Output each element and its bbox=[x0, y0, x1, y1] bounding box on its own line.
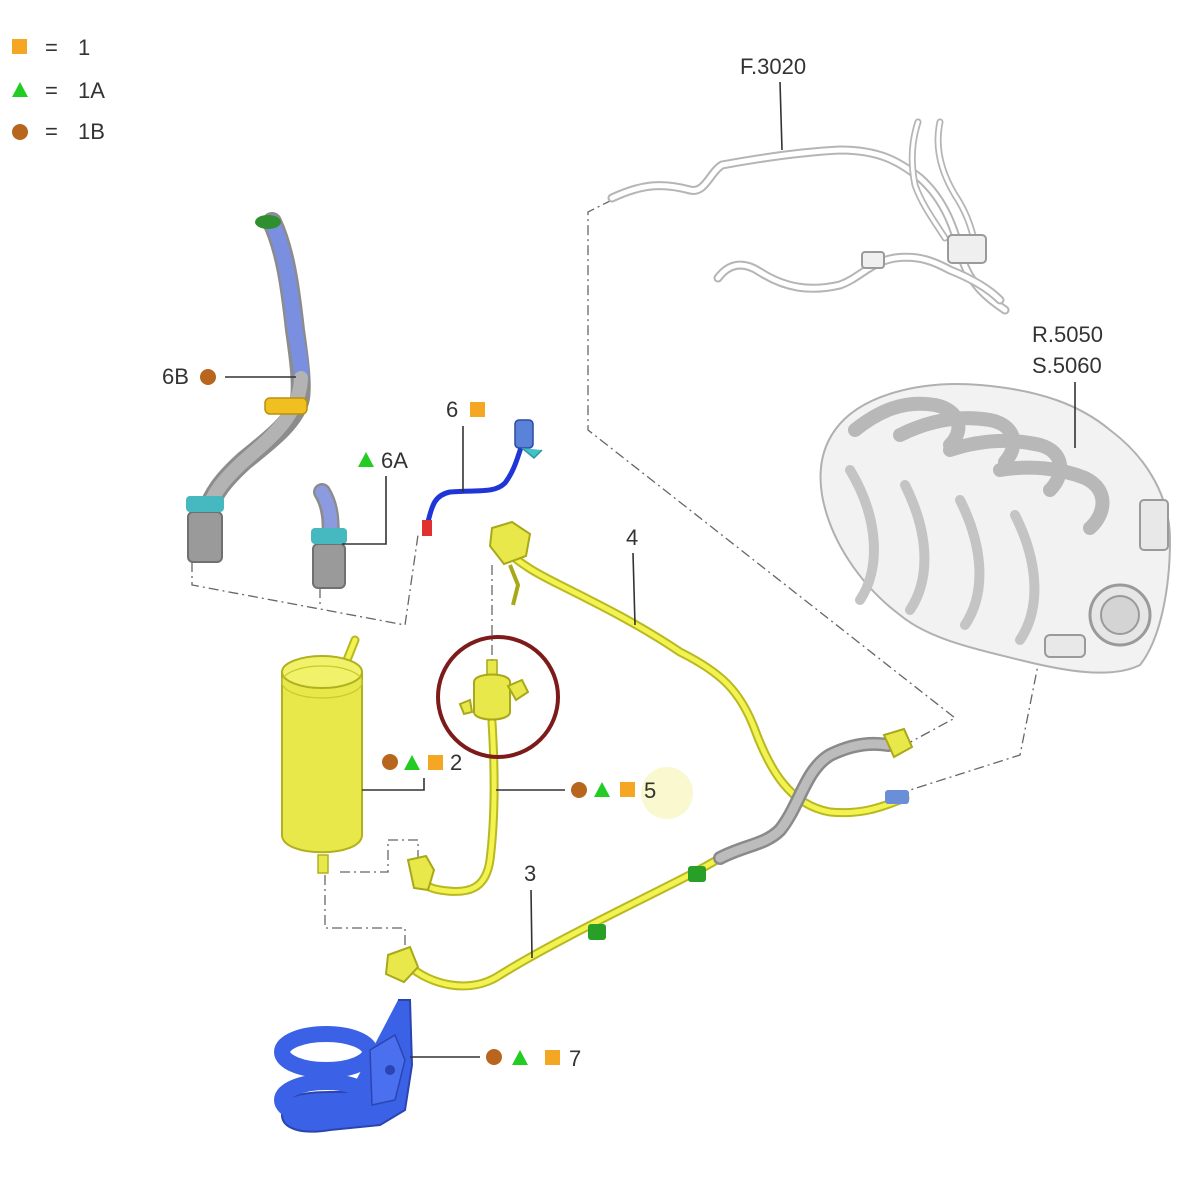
callout-3: 3 bbox=[524, 861, 536, 886]
triangle-icon bbox=[358, 452, 374, 467]
callout-7: 7 bbox=[569, 1046, 581, 1071]
triangle-icon bbox=[404, 755, 420, 770]
legend-eq: = bbox=[45, 35, 58, 60]
callout-5: 5 bbox=[644, 778, 656, 803]
callout-6: 6 bbox=[446, 397, 458, 422]
circle-icon bbox=[200, 369, 216, 385]
triangle-icon bbox=[594, 782, 610, 797]
line-6 bbox=[422, 419, 543, 536]
line-4 bbox=[488, 520, 910, 818]
legend-square-icon bbox=[12, 39, 27, 54]
square-icon bbox=[545, 1050, 560, 1065]
square-icon bbox=[428, 755, 443, 770]
legend-triangle-icon bbox=[12, 82, 28, 97]
intake-manifold bbox=[819, 383, 1172, 674]
callout-f3020: F.3020 bbox=[740, 54, 806, 79]
hover-glow bbox=[641, 767, 693, 819]
assembly-lines bbox=[191, 199, 1041, 950]
hose-6a bbox=[311, 483, 347, 589]
valve-5 bbox=[406, 659, 530, 896]
callout-6a: 6A bbox=[381, 448, 408, 473]
legend-square-text: 1 bbox=[78, 35, 90, 60]
hose-6b bbox=[186, 212, 311, 563]
circle-icon bbox=[571, 782, 587, 798]
callouts: F.3020 R.5050 S.5060 6B 6 6A 4 2 5 bbox=[162, 54, 1103, 1071]
callout-2: 2 bbox=[450, 750, 462, 775]
highlight-ring bbox=[436, 635, 560, 759]
legend-circle-icon bbox=[12, 124, 28, 140]
bracket-7 bbox=[274, 999, 414, 1133]
square-icon bbox=[620, 782, 635, 797]
callout-6b: 6B bbox=[162, 364, 189, 389]
legend-circle-text: 1B bbox=[78, 119, 105, 144]
legend-triangle-text: 1A bbox=[78, 78, 105, 103]
canister-2 bbox=[281, 635, 363, 874]
callout-r5050: R.5050 bbox=[1032, 322, 1103, 347]
line-3 bbox=[384, 727, 914, 991]
circle-icon bbox=[486, 1049, 502, 1065]
callout-s5060: S.5060 bbox=[1032, 353, 1102, 378]
legend-eq: = bbox=[45, 119, 58, 144]
circle-icon bbox=[382, 754, 398, 770]
square-icon bbox=[470, 402, 485, 417]
tube-assembly-f3020 bbox=[607, 118, 1010, 315]
triangle-icon bbox=[512, 1050, 528, 1065]
legend: = 1 = 1A = 1B bbox=[12, 35, 105, 144]
callout-4: 4 bbox=[626, 525, 638, 550]
legend-eq: = bbox=[45, 78, 58, 103]
